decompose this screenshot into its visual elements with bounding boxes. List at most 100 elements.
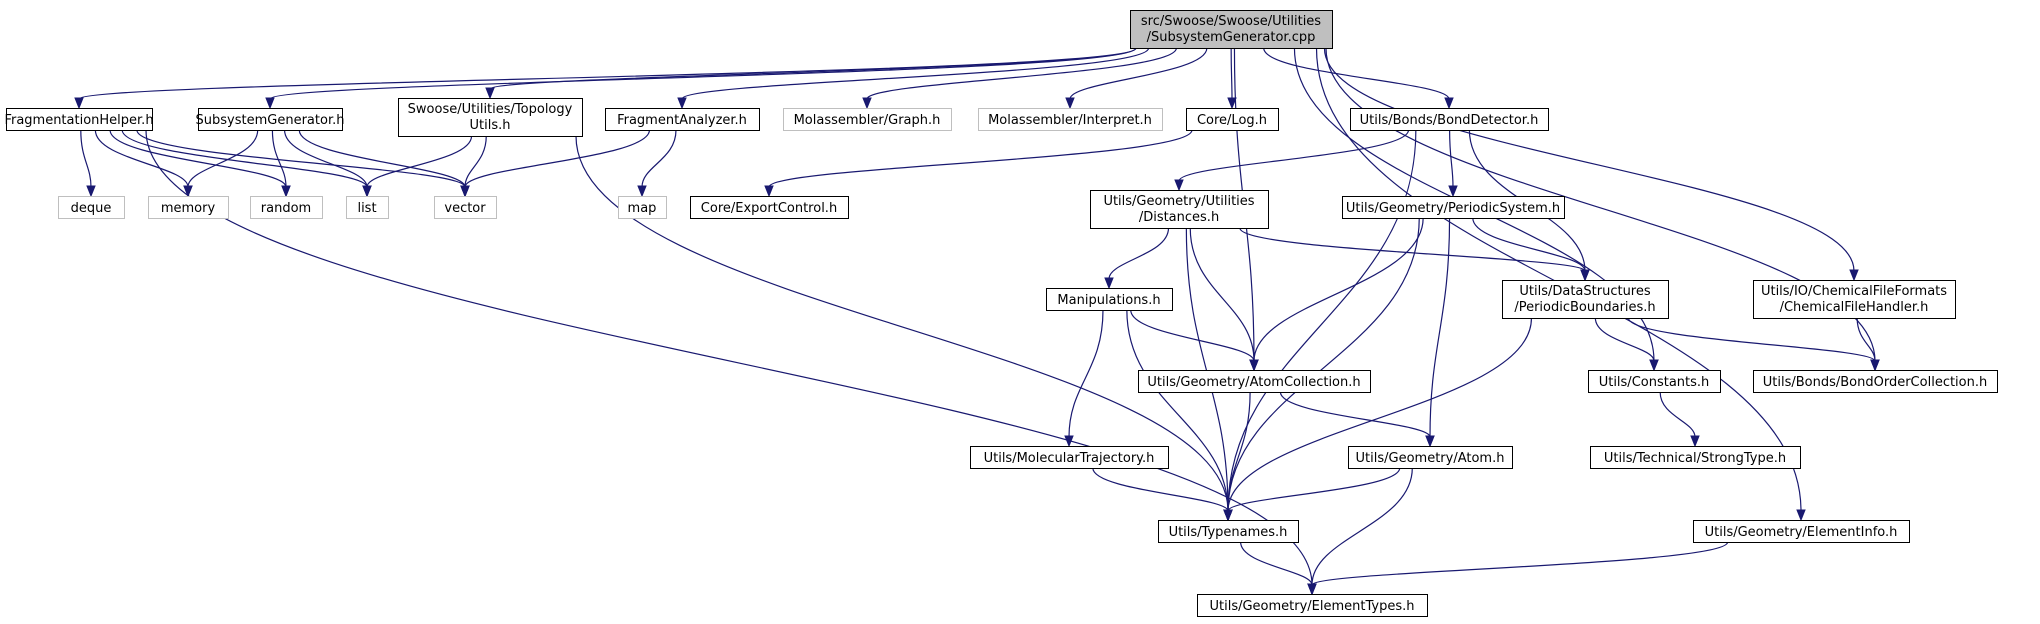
arrowhead-atom-to-typenames [1223,509,1233,522]
node-label: Core/ExportControl.h [701,201,837,216]
node-label: Utils/Technical/StrongType.h [1604,451,1786,466]
node-chemfilehandler[interactable]: Utils/IO/ChemicalFileFormats/ChemicalFil… [1753,280,1956,319]
node-box[interactable] [970,446,1169,469]
node-box[interactable] [1158,520,1299,543]
edge-periodicsystem-to-atomcollection [1253,217,1424,362]
arrowhead-periodicsystem-to-periodicboundaries [1580,269,1590,282]
node-label: Utils/Typenames.h [1169,525,1288,540]
node-corelog[interactable]: Core/Log.h [1186,108,1279,131]
edge-bonddetector-to-distances [1178,129,1410,182]
node-periodicboundaries[interactable]: Utils/DataStructures/PeriodicBoundaries.… [1502,280,1669,319]
edge-distances-to-typenames [1185,227,1229,512]
node-box[interactable] [1350,108,1549,131]
node-box[interactable] [1348,446,1513,469]
node-constants[interactable]: Utils/Constants.h [1588,370,1721,393]
node-fraganalyzer[interactable]: FragmentAnalyzer.h [605,108,760,131]
arrowhead-root-to-chemfilehandler [1849,269,1859,282]
arrowhead-topology-to-list [362,185,372,198]
node-elementtypes[interactable]: Utils/Geometry/ElementTypes.h [1197,594,1428,617]
node-typenames[interactable]: Utils/Typenames.h [1158,520,1299,543]
node-atomcollection[interactable]: Utils/Geometry/AtomCollection.h [1138,370,1371,393]
node-manipulations[interactable]: Manipulations.h [1046,288,1173,311]
node-subgen_h[interactable]: SubsystemGenerator.h [196,108,345,131]
node-box[interactable] [398,98,583,137]
node-box[interactable] [1186,108,1279,131]
edge-root-to-topology [489,47,1137,90]
node-label: Molassembler/Interpret.h [988,113,1152,128]
node-box[interactable] [1138,370,1371,393]
edge-fraghelper-to-list [121,129,368,188]
edge-fraganalyzer-to-map [641,129,677,188]
node-box[interactable] [1130,10,1333,49]
node-label: Utils/Constants.h [1599,375,1710,390]
node-fraghelper[interactable]: FragmentationHelper.h [4,108,154,131]
edge-subgen_h-to-random [271,129,287,188]
edge-topology-to-list [366,135,473,188]
edge-root-to-molinterp [1069,47,1208,100]
node-label: FragmentAnalyzer.h [617,113,747,128]
arrowhead-constants-to-strongtype [1690,435,1700,448]
edge-root-to-corelog [1230,47,1233,100]
edge-manipulations-to-atomcollection [1130,309,1255,362]
node-box [346,196,389,219]
node-molinterp: Molassembler/Interpret.h [978,108,1163,131]
node-label: Utils/Geometry/Atom.h [1356,451,1505,466]
node-box[interactable] [1197,594,1428,617]
node-bondorder[interactable]: Utils/Bonds/BondOrderCollection.h [1753,370,1998,393]
arrowhead-atomcollection-to-atom [1425,435,1435,448]
node-strongtype[interactable]: Utils/Technical/StrongType.h [1590,446,1801,469]
node-moltraj[interactable]: Utils/MolecularTrajectory.h [970,446,1169,469]
edge-root-to-molgraph [866,47,1177,100]
node-box [148,196,229,219]
arrowhead-chemfilehandler-to-bondorder [1870,359,1880,372]
node-box[interactable] [1090,190,1269,229]
node-box[interactable] [1046,288,1173,311]
node-distances[interactable]: Utils/Geometry/Utilities/Distances.h [1090,190,1269,229]
arrowhead-root-to-bonddetector [1444,97,1454,110]
edge-periodicsystem-to-atom [1429,217,1451,438]
node-box[interactable] [605,108,760,131]
node-box [434,196,497,219]
edge-periodicboundaries-to-bondorder [1627,317,1876,362]
arrowhead-fraganalyzer-to-vector [460,185,470,198]
node-label: Utils/Geometry/Utilities [1103,194,1254,209]
node-label: FragmentationHelper.h [4,113,153,128]
node-atom[interactable]: Utils/Geometry/Atom.h [1348,446,1513,469]
node-label: Utils/Geometry/PeriodicSystem.h [1346,201,1560,216]
node-elementinfo[interactable]: Utils/Geometry/ElementInfo.h [1693,520,1910,543]
edge-elementinfo-to-elementtypes [1311,541,1729,586]
edge-bonddetector-to-periodicsystem [1449,129,1454,188]
node-label: deque [71,201,112,216]
node-map: map [618,196,667,219]
arrowhead-corelog-to-exportcontrol [764,185,774,198]
nodes-layer: src/Swoose/Swoose/Utilities/SubsystemGen… [4,10,1998,617]
node-box[interactable] [690,196,849,219]
edge-chemfilehandler-to-bondorder [1856,317,1876,362]
node-box[interactable] [198,108,343,131]
node-box[interactable] [1588,370,1721,393]
node-box[interactable] [1342,196,1565,219]
node-root[interactable]: src/Swoose/Swoose/Utilities/SubsystemGen… [1130,10,1333,49]
node-box[interactable] [1590,446,1801,469]
edge-fraganalyzer-to-vector [464,129,651,188]
node-label: Manipulations.h [1057,293,1160,308]
node-box [783,108,952,131]
node-label: Utils/Bonds/BondOrderCollection.h [1763,375,1988,390]
arrowhead-distances-to-manipulations [1104,277,1114,290]
node-exportcontrol[interactable]: Core/ExportControl.h [690,196,849,219]
arrowhead-subgen_h-to-random [281,185,291,198]
node-memory: memory [148,196,229,219]
node-box[interactable] [1753,280,1956,319]
node-box[interactable] [1753,370,1998,393]
node-box[interactable] [1693,520,1910,543]
node-box[interactable] [6,108,153,131]
node-label: Core/Log.h [1197,113,1267,128]
node-bonddetector[interactable]: Utils/Bonds/BondDetector.h [1350,108,1549,131]
edge-constants-to-strongtype [1659,391,1696,438]
arrowhead-manipulations-to-atomcollection [1249,359,1259,372]
node-periodicsystem[interactable]: Utils/Geometry/PeriodicSystem.h [1342,196,1565,219]
node-box [58,196,125,219]
node-box[interactable] [1502,280,1669,319]
